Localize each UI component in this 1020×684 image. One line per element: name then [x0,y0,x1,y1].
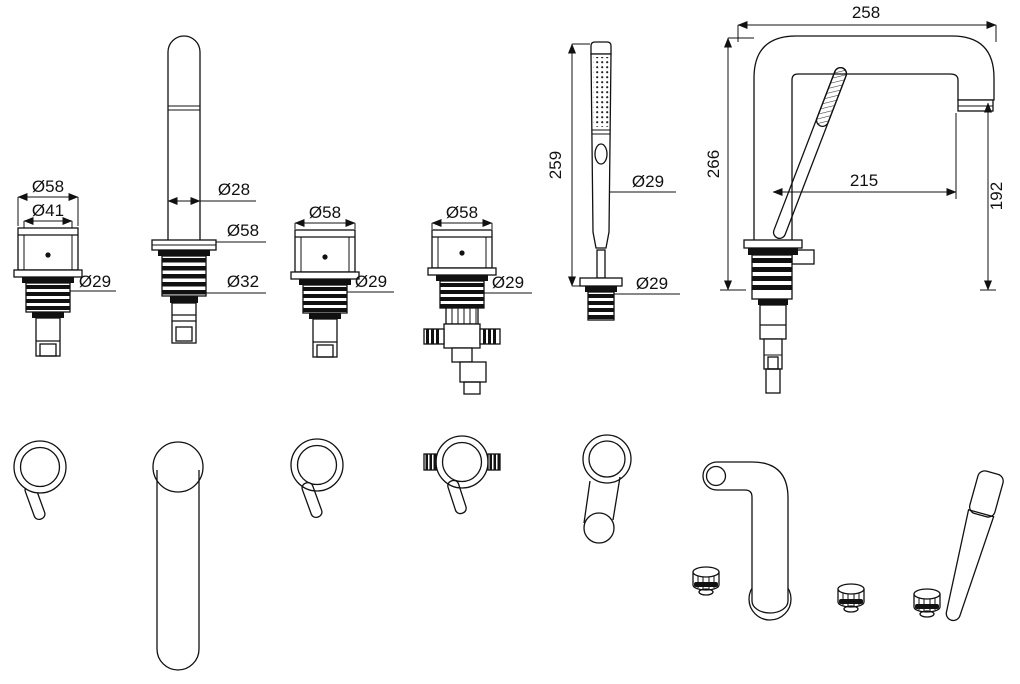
dim-label-handle1-stem: Ø29 [79,272,111,291]
valve-top-view-2 [837,583,865,613]
dim-label-handshower-stem: Ø29 [636,274,668,293]
dim-label-spout-stem: Ø32 [227,272,259,291]
dim-label-spout-flange: Ø58 [227,221,259,240]
dim-label-handle2-top: Ø58 [309,203,341,222]
faucet-front-view [720,21,997,394]
spout-top-view [152,441,204,671]
dim-label-faucet-width: 258 [852,3,880,22]
dim-label-handle2-stem: Ø29 [355,272,387,291]
dim-label-faucet-reach: 215 [850,171,878,190]
dim-label-handshower-grip: Ø29 [632,172,664,191]
handshower-side-view-small [945,470,1004,622]
diverter-front-view [423,219,532,395]
dim-label-faucet-height: 266 [704,150,723,178]
dim-label-diverter-top: Ø58 [446,203,478,222]
valve-top-view-3 [913,588,941,618]
dim-label-spout-tube: Ø28 [218,180,250,199]
dim-label-faucet-outlet-height: 192 [987,182,1006,210]
valve-top-view-1 [692,566,720,596]
handle2-front-view [290,219,394,358]
faucet-top-view-group [692,461,1004,622]
dim-label-handshower-height: 259 [546,151,565,179]
spout-front-view [151,35,266,344]
handle2-top-view [290,438,344,519]
dim-label-handle1-top: Ø58 [32,177,64,196]
handshower-front-view [568,41,680,321]
dim-label-diverter-stem: Ø29 [492,273,524,292]
diverter-top-view [423,435,501,515]
handshower-top-view [582,434,632,544]
handle1-front-view [13,193,116,357]
handle1-top-view [13,440,67,521]
dim-label-handle1-inner: Ø41 [32,201,64,220]
